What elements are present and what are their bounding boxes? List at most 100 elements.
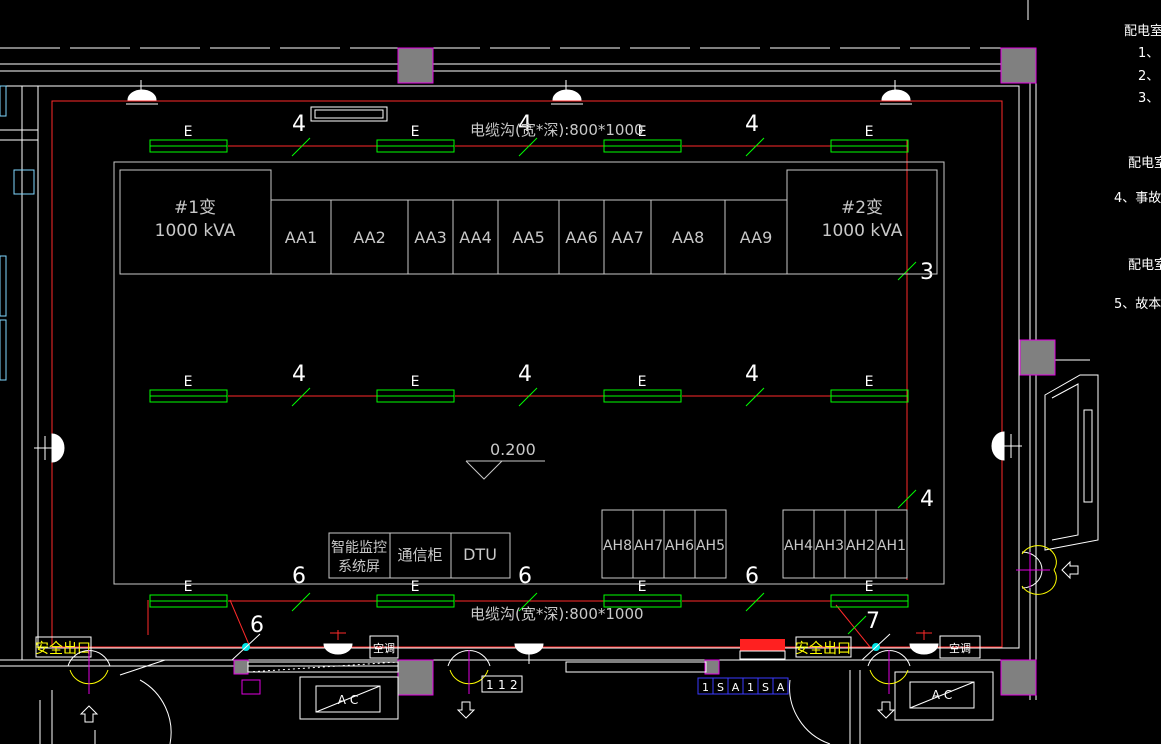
exit-arrow-icon bbox=[456, 701, 476, 719]
sa-cell-label: S bbox=[717, 681, 724, 694]
sa-cell-label: A bbox=[732, 681, 740, 694]
trench-marker-label: E bbox=[865, 374, 874, 390]
exit-sign: 安全出口 bbox=[35, 640, 91, 657]
grounding-number: 6 bbox=[745, 564, 759, 589]
transformer-name: #1变 bbox=[174, 198, 216, 218]
grounding-ticks bbox=[291, 137, 917, 635]
trench-marker-label: E bbox=[638, 374, 647, 390]
note-line: 配电室 bbox=[1128, 258, 1161, 273]
trench-marker: E bbox=[830, 374, 909, 403]
trench-marker: E bbox=[603, 124, 682, 153]
bottom-panels: 智能监控 系统屏 通信柜 DTU bbox=[328, 532, 511, 579]
grounding-rows bbox=[228, 145, 832, 602]
door-sill bbox=[247, 661, 707, 673]
ceiling-lamp-icon bbox=[880, 80, 912, 105]
exit-signs: 安全出口 安全出口 bbox=[35, 636, 852, 658]
ceiling-lamp-icon bbox=[551, 80, 583, 105]
grounding-number: 6 bbox=[292, 564, 306, 589]
trench-marker-label: E bbox=[865, 579, 874, 595]
transformer-rating: 1000 kVA bbox=[155, 221, 236, 241]
ac-units: 空调 空调 A C A C bbox=[299, 635, 994, 721]
aa-cabinet-label: AA8 bbox=[672, 228, 705, 247]
air-conditioner-icon bbox=[299, 676, 399, 720]
trench-marker: E bbox=[149, 124, 228, 153]
column bbox=[397, 659, 434, 696]
ah-cabinet-label: AH3 bbox=[815, 538, 844, 554]
ac-unit-label: A C bbox=[932, 688, 952, 702]
transformer-rating: 1000 kVA bbox=[822, 221, 903, 241]
grounding-numbers: 4 4 4 4 4 4 6 6 6 3 4 6 7 bbox=[250, 112, 934, 638]
trench-marker-label: E bbox=[411, 579, 420, 595]
grounding-number: 4 bbox=[292, 362, 306, 387]
trench-marker: E bbox=[376, 579, 455, 608]
grounding-number: 4 bbox=[518, 362, 532, 387]
panel-label: 系统屏 bbox=[338, 559, 380, 575]
note-line: 5、故本 bbox=[1114, 297, 1161, 312]
note-line: 3、 bbox=[1138, 91, 1160, 106]
note-line: 4、事故 bbox=[1114, 191, 1161, 206]
ac-label: 空调 bbox=[373, 641, 395, 655]
note-line: 1、 bbox=[1138, 46, 1160, 61]
trench-marker: E bbox=[149, 579, 228, 608]
ceiling-lamp-icon bbox=[126, 80, 158, 105]
grounding-number: 4 bbox=[292, 112, 306, 137]
sa-cell-label: S bbox=[762, 681, 769, 694]
small-marker bbox=[241, 679, 261, 695]
cable-trench-label: 电缆沟(宽*深):800*1000 bbox=[470, 121, 644, 139]
building-walls bbox=[0, 0, 1090, 700]
trench-marker: E bbox=[149, 374, 228, 403]
red-block bbox=[740, 639, 785, 651]
door-code: 1 bbox=[486, 678, 494, 692]
trench-marker: E bbox=[376, 124, 455, 153]
aa-cabinet-label: AA4 bbox=[459, 228, 492, 247]
door-code: 1 bbox=[498, 678, 506, 692]
trench-marker: E bbox=[830, 579, 909, 608]
elevation-value: 0.200 bbox=[490, 440, 536, 459]
exit-sign: 安全出口 bbox=[795, 640, 851, 657]
grounding-number: 7 bbox=[866, 609, 880, 634]
grounding-number: 3 bbox=[920, 260, 934, 285]
wall-lamps bbox=[34, 431, 1022, 463]
ceiling-fixture bbox=[310, 106, 388, 122]
trench-marker-label: E bbox=[411, 374, 420, 390]
column bbox=[1000, 47, 1037, 84]
grounding-number: 4 bbox=[745, 112, 759, 137]
sa-cell: A bbox=[772, 677, 789, 695]
ah-cabinet-label: AH5 bbox=[696, 538, 725, 554]
sa-cell-label: A bbox=[777, 681, 785, 694]
transformer-2: #2变 1000 kVA bbox=[786, 169, 938, 275]
right-annex bbox=[1044, 374, 1099, 551]
trench-marker-label: E bbox=[184, 579, 193, 595]
aa-cabinet-label: AA7 bbox=[611, 228, 644, 247]
trench-marker-label: E bbox=[184, 124, 193, 140]
trench-marker-label: E bbox=[865, 124, 874, 140]
ceiling-lamp-icon bbox=[323, 630, 353, 655]
aa-cabinet-label: AA9 bbox=[740, 228, 773, 247]
ceiling-lamps bbox=[126, 80, 912, 105]
column bbox=[1000, 659, 1037, 696]
column bbox=[233, 659, 249, 675]
aa-cabinet-label: AA6 bbox=[565, 228, 598, 247]
air-conditioner-icon bbox=[894, 671, 994, 721]
aa-cabinet-label: AA2 bbox=[353, 228, 386, 247]
ceiling-lamp-icon bbox=[909, 630, 939, 655]
door-code-box bbox=[481, 675, 523, 693]
trench-marker: E bbox=[603, 374, 682, 403]
ceiling-lamp-icon bbox=[514, 643, 544, 664]
ah-cabinet: AH1 bbox=[875, 509, 908, 579]
ah-cabinet-label: AH2 bbox=[846, 538, 875, 554]
ah-cabinet-label: AH1 bbox=[877, 538, 906, 554]
note-line: 配电室 bbox=[1124, 24, 1161, 39]
ah-cabinet-label: AH6 bbox=[665, 538, 694, 554]
bottom-lamps bbox=[323, 630, 939, 664]
cable-trench-markers: E E E E E E E E E E E E bbox=[149, 124, 909, 608]
trench-marker-label: E bbox=[638, 124, 647, 140]
notes-panel: 配电室 1、 2、 3、 配电室 4、事故 配电室 5、故本 bbox=[1110, 0, 1161, 744]
transformer-name: #2变 bbox=[841, 198, 883, 218]
grounding-number: 4 bbox=[920, 487, 934, 512]
trench-labels: 电缆沟(宽*深):800*1000 电缆沟(宽*深):800*1000 bbox=[470, 121, 644, 623]
trench-marker: E bbox=[603, 579, 682, 608]
bottom-doors bbox=[39, 650, 911, 744]
